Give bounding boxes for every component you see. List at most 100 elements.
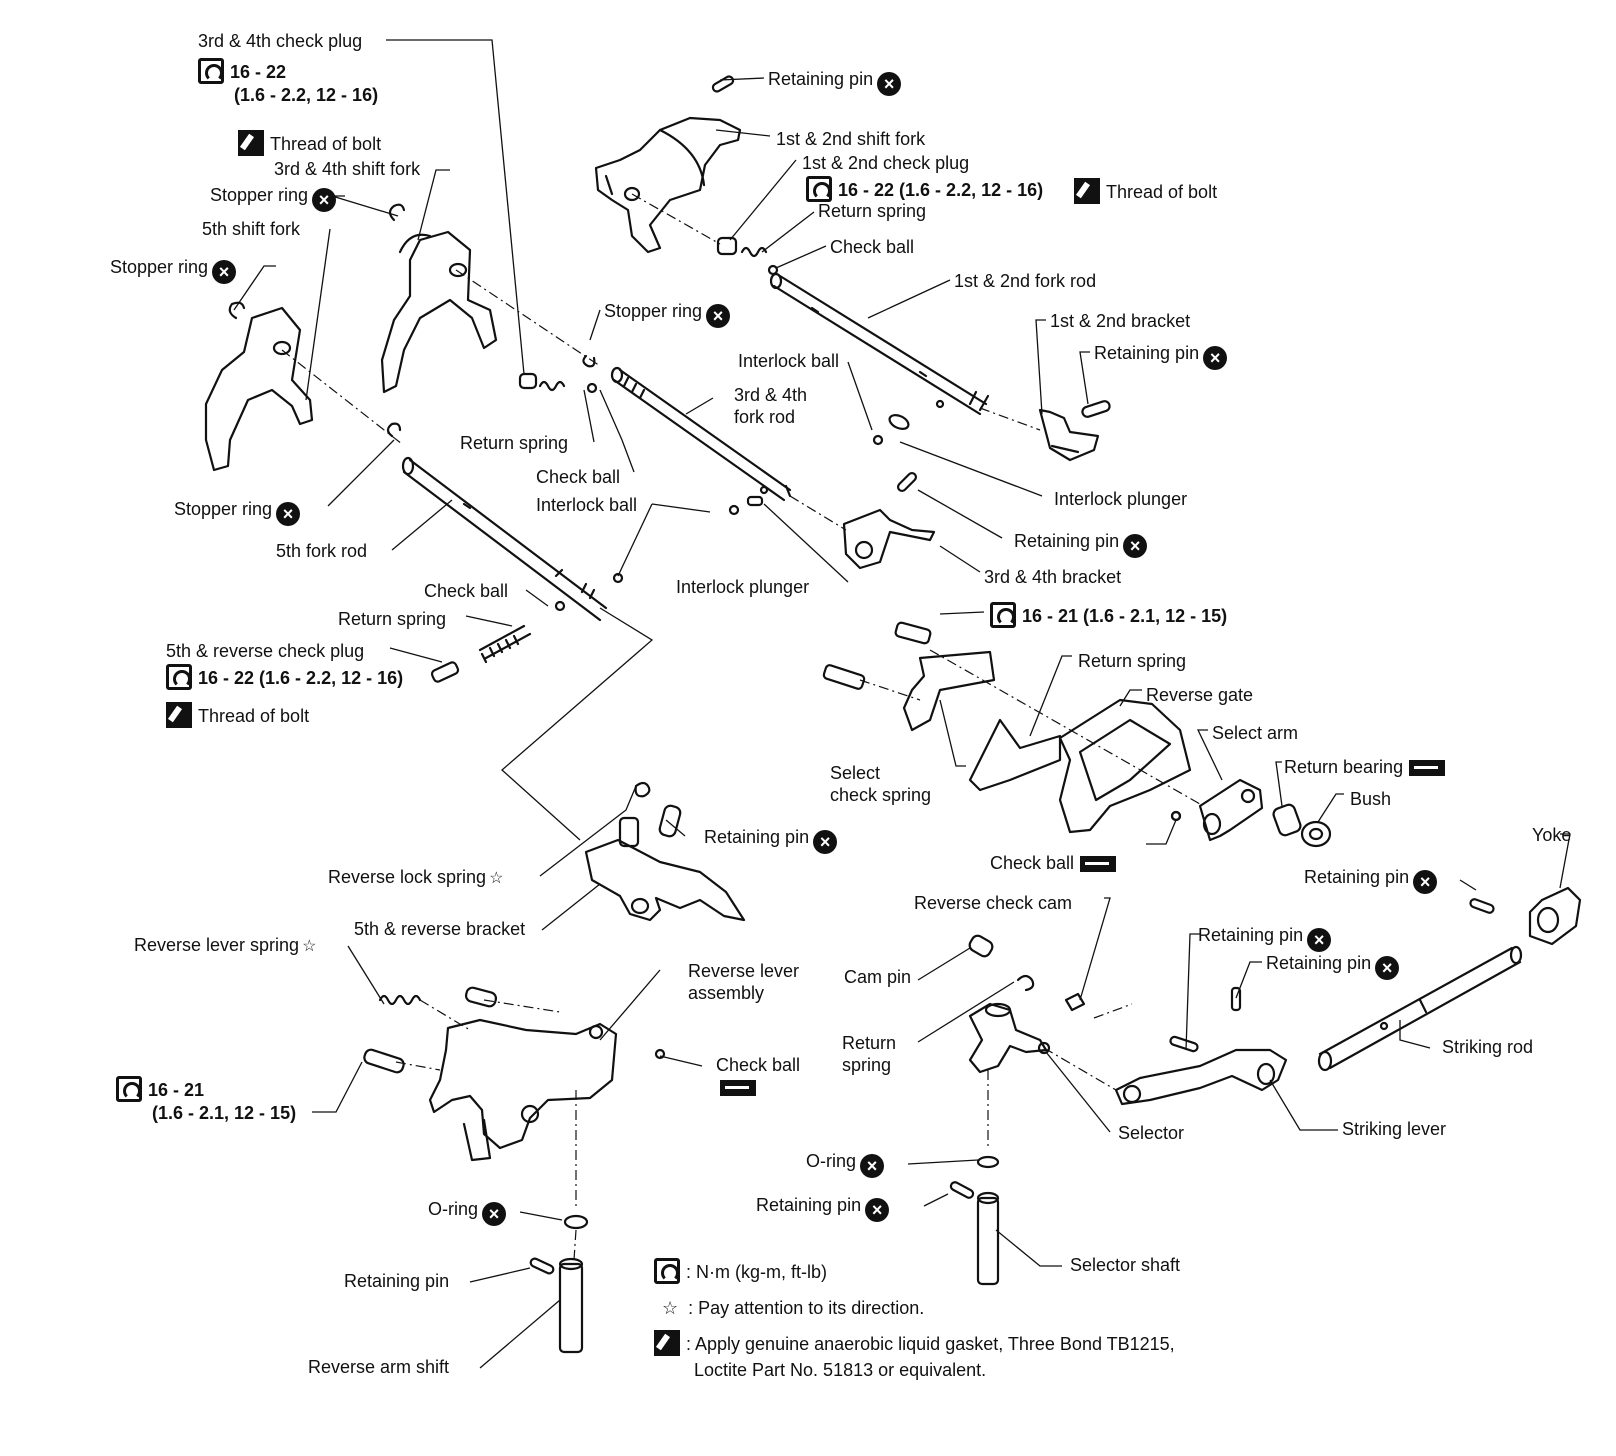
yoke xyxy=(1469,886,1582,946)
label-return-spring-1: Return spring xyxy=(818,201,927,221)
torque-icon xyxy=(990,602,1016,628)
label-stopper-ring-2: Stopper ring× xyxy=(110,256,237,284)
label-selector: Selector xyxy=(1118,1123,1185,1143)
label-selector-shaft: Selector shaft xyxy=(1070,1255,1181,1275)
reverse-gate xyxy=(1058,698,1192,834)
label-retaining-pin-8: Retaining pin× xyxy=(756,1194,890,1222)
check-plug-1st-2nd xyxy=(716,236,779,276)
label-thread-of-bolt-2: Thread of bolt xyxy=(1074,178,1217,204)
reverse-arm-shift xyxy=(529,1214,589,1354)
label-return-spring-3: Return spring xyxy=(338,609,447,629)
replace-icon: × xyxy=(312,188,337,212)
label-thread-of-bolt-3: Thread of bolt xyxy=(166,702,309,728)
torque-icon xyxy=(198,58,224,84)
label-retaining-pin-5: Retaining pin× xyxy=(704,826,838,854)
label-o-ring-1: O-ring× xyxy=(806,1150,885,1178)
legend-direction: ☆: Pay attention to its direction. xyxy=(662,1298,925,1318)
label-reverse-check-cam: Reverse check cam xyxy=(914,893,1073,913)
legend-gasket-line2: Loctite Part No. 51813 or equivalent. xyxy=(694,1360,987,1380)
label-retaining-pin-2: Retaining pin× xyxy=(1094,342,1228,370)
label-retaining-pin-1: Retaining pin× xyxy=(768,68,902,96)
torque-check-plug-3rd-4th-alt: (1.6 - 2.2, 12 - 16) xyxy=(234,85,379,105)
select-check-spring-assembly xyxy=(822,621,1062,792)
label-return-spring-2: Return spring xyxy=(460,433,569,453)
label-striking-lever: Striking lever xyxy=(1342,1119,1447,1139)
replace-icon: × xyxy=(860,1154,885,1178)
torque-bolt-2: 16 - 21 xyxy=(116,1076,204,1102)
torque-icon xyxy=(166,664,192,690)
label-interlock-plunger-2: Interlock plunger xyxy=(676,577,810,597)
label-check-plug-3rd-4th: 3rd & 4th check plug xyxy=(198,31,363,51)
striking-rod xyxy=(1317,945,1523,1072)
label-fork-rod-5th: 5th fork rod xyxy=(276,541,368,561)
grease-icon xyxy=(720,1080,756,1096)
label-o-ring-2: O-ring× xyxy=(428,1198,507,1226)
torque-check-plug-5th-reverse: 16 - 22 (1.6 - 2.2, 12 - 16) xyxy=(166,664,403,690)
label-shift-fork-5th: 5th shift fork xyxy=(202,219,301,239)
label-interlock-ball-1: Interlock ball xyxy=(738,351,840,371)
label-thread-of-bolt-1: Thread of bolt xyxy=(238,130,381,156)
label-check-plug-1st-2nd: 1st & 2nd check plug xyxy=(802,153,970,173)
label-check-ball-1: Check ball xyxy=(830,237,915,257)
shift-fork-3rd-4th xyxy=(380,203,498,394)
label-bush: Bush xyxy=(1350,789,1392,809)
star-icon: ☆ xyxy=(662,1298,679,1318)
replace-icon: × xyxy=(1203,346,1228,370)
shift-fork-1st-2nd xyxy=(594,75,742,254)
reverse-lever-assembly xyxy=(363,986,666,1162)
label-stopper-ring-3: Stopper ring× xyxy=(604,300,731,328)
legend-torque: : N·m (kg-m, ft-lb) xyxy=(654,1258,827,1284)
label-interlock-ball-2: Interlock ball xyxy=(536,495,638,515)
replace-icon: × xyxy=(276,502,301,526)
label-stopper-ring-1: Stopper ring× xyxy=(210,184,337,212)
label-yoke: Yoke xyxy=(1532,825,1572,845)
fork-rod-1st-2nd xyxy=(769,272,990,416)
label-return-bearing: Return bearing xyxy=(1284,756,1446,778)
label-check-ball-3: Check ball xyxy=(424,581,509,601)
label-check-ball-2: Check ball xyxy=(536,467,621,487)
torque-check-plug-3rd-4th: 16 - 22 xyxy=(198,58,286,84)
label-return-spring-4: Return spring xyxy=(1078,651,1187,671)
gasket-icon xyxy=(1074,178,1100,204)
torque-bolt-2-alt: (1.6 - 2.1, 12 - 15) xyxy=(152,1103,297,1123)
bracket-3rd-4th xyxy=(612,471,936,584)
label-bracket-5th-reverse: 5th & reverse bracket xyxy=(354,919,526,939)
label-select-arm: Select arm xyxy=(1212,723,1299,743)
grease-icon xyxy=(1409,760,1446,776)
fork-rod-5th xyxy=(386,422,608,622)
label-check-ball-4: Check ball xyxy=(990,852,1117,874)
label-retaining-pin-9: Retaining pin xyxy=(344,1271,450,1291)
gasket-icon xyxy=(166,702,192,728)
label-check-plug-5th-reverse: 5th & reverse check plug xyxy=(166,641,365,661)
check-ball-middle xyxy=(1170,810,1182,822)
label-reverse-arm-shift: Reverse arm shift xyxy=(308,1357,450,1377)
torque-icon xyxy=(806,176,832,202)
torque-icon xyxy=(654,1258,680,1284)
replace-icon: × xyxy=(482,1202,507,1226)
legend-gasket: : Apply genuine anaerobic liquid gasket,… xyxy=(654,1330,1175,1356)
label-check-ball-5: Check ball xyxy=(716,1054,800,1098)
grease-icon xyxy=(1080,856,1117,872)
check-plug-5th-reverse xyxy=(430,624,532,683)
torque-check-plug-1st-2nd: 16 - 22 (1.6 - 2.2, 12 - 16) xyxy=(806,176,1043,202)
fork-rod-3rd-4th xyxy=(610,366,792,502)
label-cam-pin: Cam pin xyxy=(844,967,912,987)
select-arm xyxy=(1170,778,1332,848)
label-reverse-lock-spring: Reverse lock spring☆ xyxy=(328,867,504,887)
gasket-icon xyxy=(238,130,264,156)
replace-icon: × xyxy=(1123,534,1148,558)
gasket-icon xyxy=(654,1330,680,1356)
selector xyxy=(949,1002,1051,1286)
replace-icon: × xyxy=(865,1198,890,1222)
bracket-5th-reverse xyxy=(584,781,746,922)
label-retaining-pin-4: Retaining pin× xyxy=(1304,866,1438,894)
cam-pin xyxy=(968,934,1086,1012)
label-retaining-pin-3: Retaining pin× xyxy=(1014,530,1148,558)
bracket-1st-2nd xyxy=(872,400,1111,462)
label-retaining-pin-7: Retaining pin× xyxy=(1266,952,1400,980)
label-retaining-pin-6: Retaining pin× xyxy=(1198,924,1332,952)
